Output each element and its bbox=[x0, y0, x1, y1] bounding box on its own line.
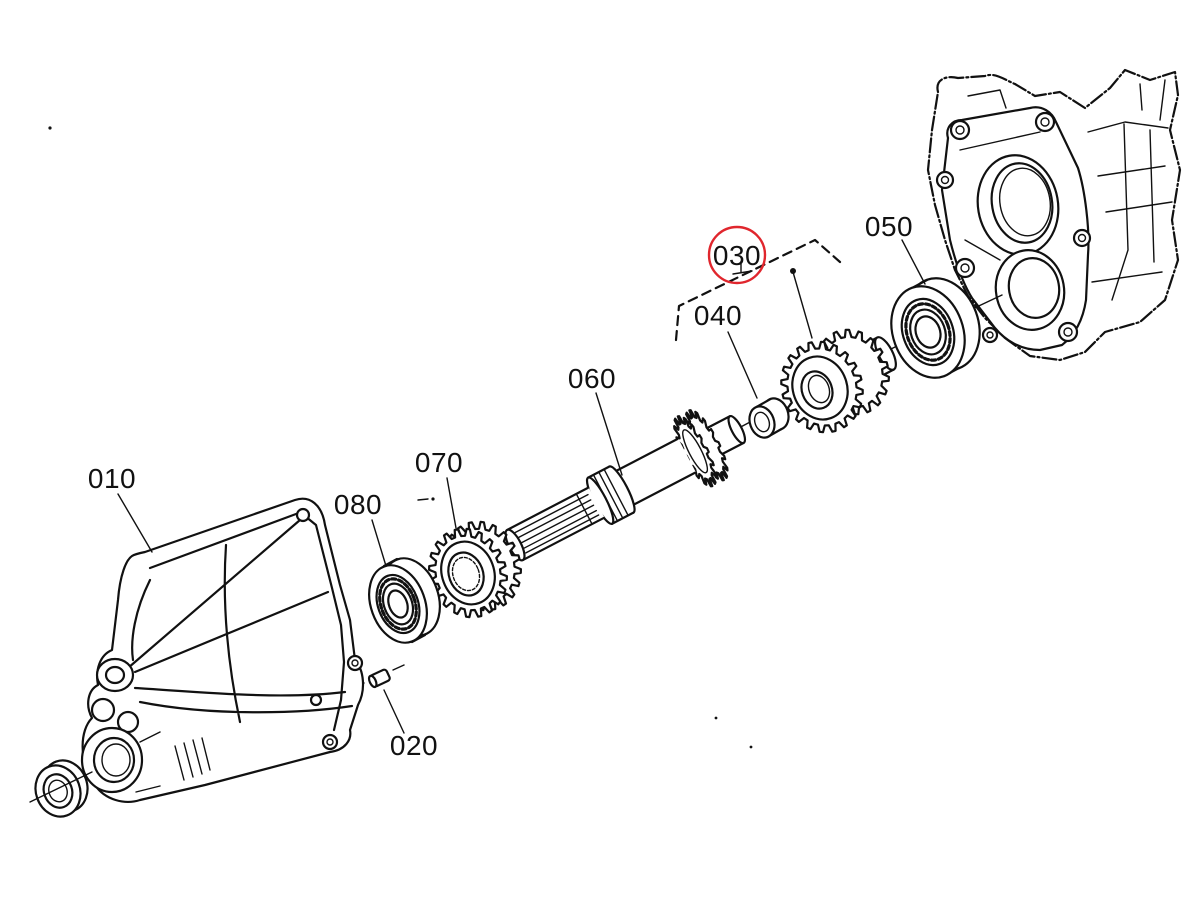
bolt-hole bbox=[309, 693, 323, 707]
leader-line-020 bbox=[383, 689, 405, 734]
callout-040[interactable]: 040 bbox=[694, 300, 742, 331]
bolt-hole bbox=[1063, 327, 1073, 337]
seal-lip bbox=[42, 773, 74, 809]
callout-020[interactable]: 020 bbox=[390, 730, 438, 761]
bolt-hole bbox=[1040, 117, 1050, 127]
arrow-mark-dot bbox=[431, 497, 435, 501]
leader-line-070 bbox=[446, 477, 457, 529]
seal-axis-line bbox=[29, 771, 93, 803]
callout-070[interactable]: 070 bbox=[415, 447, 463, 478]
callout-010[interactable]: 010 bbox=[88, 463, 136, 494]
callout-080[interactable]: 080 bbox=[334, 489, 382, 520]
gear-030 bbox=[780, 328, 897, 434]
bearing-balls bbox=[378, 577, 418, 631]
front-housing-opening-inner bbox=[101, 743, 131, 777]
bolt-boss bbox=[981, 326, 999, 344]
leader-line-060 bbox=[595, 392, 623, 476]
rear-housing-upper-bore-inner bbox=[998, 167, 1052, 237]
bearing-outer-race bbox=[900, 297, 956, 367]
bolt-boss bbox=[321, 733, 339, 751]
arrow-mark bbox=[417, 498, 429, 501]
shaft-spline-teeth bbox=[514, 493, 600, 554]
rear-housing-upper-bore-rim bbox=[990, 162, 1054, 244]
speck bbox=[48, 126, 52, 130]
front-housing-upper-boss bbox=[95, 657, 135, 693]
callout-060[interactable]: 060 bbox=[568, 363, 616, 394]
rear-housing-ribs bbox=[959, 79, 1173, 301]
front-housing-small-boss bbox=[90, 697, 116, 723]
bearing-bore bbox=[914, 315, 942, 349]
front-housing-cone-lines bbox=[126, 518, 354, 724]
assembly-axis-line bbox=[734, 294, 1003, 431]
gear-root-ring bbox=[440, 540, 496, 606]
bearing-balls bbox=[904, 302, 952, 362]
bearing-inner-race bbox=[909, 308, 947, 356]
bolt-hole bbox=[1077, 233, 1087, 243]
bolt-hole bbox=[326, 738, 334, 746]
front-housing-opening-rim bbox=[92, 736, 136, 784]
assembly-bracket-030 bbox=[674, 238, 842, 342]
collar-bore bbox=[753, 411, 771, 433]
rear-housing bbox=[926, 68, 1182, 362]
leader-line-010 bbox=[117, 493, 153, 553]
bolt-hole bbox=[960, 263, 970, 273]
bolt-boss bbox=[1072, 228, 1092, 248]
callout-highlight-circle bbox=[707, 225, 767, 285]
rear-housing-lower-bore-rim bbox=[1007, 257, 1061, 319]
bolt-hole bbox=[986, 331, 994, 339]
pin-end bbox=[367, 674, 378, 689]
callout-050[interactable]: 050 bbox=[865, 211, 913, 242]
shaft-collar-ridges bbox=[592, 468, 629, 522]
seal-bore bbox=[48, 779, 68, 803]
shaft-main-body bbox=[610, 438, 696, 508]
bolt-boss bbox=[935, 170, 955, 190]
front-housing-010 bbox=[80, 497, 365, 803]
gear-root-ring bbox=[791, 355, 849, 421]
leader-dot-030 bbox=[790, 268, 796, 274]
front-housing-shading bbox=[135, 731, 211, 793]
bolt-hole bbox=[955, 125, 965, 135]
bolt-boss bbox=[949, 119, 971, 141]
leader-line-030 bbox=[792, 271, 813, 339]
shaft-main-edges bbox=[609, 437, 697, 509]
bearing-inner-race bbox=[381, 582, 415, 626]
shaft-060 bbox=[504, 409, 747, 562]
gear-bore-splines bbox=[451, 556, 481, 592]
leader-line-040 bbox=[727, 331, 758, 399]
bearing-bore bbox=[387, 589, 409, 619]
bolt-boss bbox=[954, 257, 976, 279]
front-housing-flange-edge bbox=[148, 510, 346, 732]
callout-030[interactable]: 030 bbox=[713, 240, 761, 271]
bearing-outer-race bbox=[375, 573, 421, 635]
speck bbox=[714, 716, 718, 720]
rear-housing-bolt-bosses bbox=[935, 111, 1092, 344]
bolt-boss bbox=[1034, 111, 1056, 133]
shaft-end-face bbox=[727, 414, 747, 445]
speck bbox=[749, 745, 753, 749]
shaft-spline-edges bbox=[506, 486, 605, 562]
collar-040 bbox=[748, 397, 790, 439]
oil-seal bbox=[29, 759, 93, 818]
shaft-gear-hub bbox=[682, 429, 709, 474]
bolt-hole bbox=[351, 659, 359, 667]
front-housing-upper-boss-hole bbox=[104, 665, 126, 685]
ball-bearing-050 bbox=[890, 277, 981, 379]
gear-070 bbox=[428, 520, 522, 619]
ball-bearing-080 bbox=[368, 557, 441, 644]
bolt-hole bbox=[940, 175, 950, 185]
leader-line-050 bbox=[901, 239, 926, 285]
bolt-hole bbox=[295, 507, 311, 523]
bolt-boss bbox=[1057, 321, 1079, 343]
leader-line-080 bbox=[371, 519, 387, 567]
bolt-boss bbox=[346, 654, 364, 672]
gear-bore-inner bbox=[807, 374, 831, 404]
assembly-bracket-tick bbox=[732, 263, 753, 275]
